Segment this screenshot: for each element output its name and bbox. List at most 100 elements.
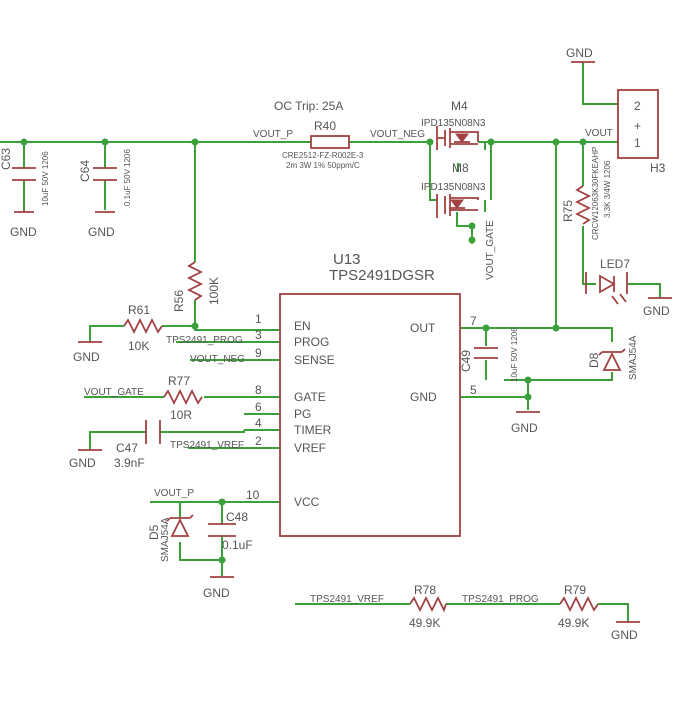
h3-pin1: 1: [634, 136, 641, 150]
r56-ref: R56: [172, 290, 186, 312]
gnd-label: GND: [511, 421, 538, 435]
m4-value: IPD135N08N3: [421, 118, 486, 129]
r40-part: CRE2512-FZ-R002E-3: [282, 151, 364, 160]
capacitor-c49[interactable]: C49 10uF 50V 1206 GND: [459, 327, 540, 435]
diode-d8[interactable]: D8 SMAJ54A: [587, 335, 639, 380]
r61-value: 10K: [128, 339, 149, 353]
c64-value: 0.1uF 50V 1206: [123, 149, 132, 206]
resistor-r61[interactable]: R61 10K GND TPS2491_PROG VOUT_NEG: [73, 303, 245, 365]
capacitor-c63[interactable]: C63 10uF 50V 1206 GND: [0, 148, 50, 239]
u13-ref: U13: [333, 251, 361, 268]
u13-pin-name: TIMER: [294, 423, 332, 437]
c48-value: 0.1uF: [222, 538, 253, 552]
m8-ref: M8: [452, 161, 469, 175]
h3-plus: +: [634, 119, 641, 133]
resistor-r40[interactable]: OC Trip: 25A R40 CRE2512-FZ-R002E-3 2m 3…: [253, 99, 425, 170]
r78-ref: R78: [414, 583, 436, 597]
d5-ref: D5: [147, 524, 161, 540]
connector-h3[interactable]: 2 + 1 H3 VOUT: [585, 89, 666, 175]
u13-pin-number: 7: [470, 314, 477, 328]
junctions: [20, 138, 587, 564]
d5-value: SMAJ54A: [160, 517, 171, 562]
u13-pin-name: PG: [294, 407, 311, 421]
c47-ref: C47: [116, 441, 138, 455]
r75-desc: 3.3K 3/4W 1206: [603, 160, 612, 218]
gnd-label: GND: [643, 304, 670, 318]
r77-ref: R77: [168, 374, 190, 388]
junction: [482, 324, 490, 332]
mosfet-m4[interactable]: M4 IPD135N08N3: [421, 99, 486, 150]
capacitor-c47[interactable]: C47 3.9nF GND TPS2491_VREF: [69, 420, 244, 470]
junction: [524, 393, 532, 401]
resistor-r78[interactable]: R78 49.9K TPS2491_VREF TPS2491_PROG: [310, 583, 539, 630]
net-vout-neg: VOUT_NEG: [370, 129, 425, 140]
c49-ref: C49: [459, 350, 473, 372]
junction: [20, 138, 28, 146]
resistor-r79[interactable]: R79 49.9K GND: [558, 583, 640, 642]
gnd-label: GND: [88, 225, 115, 239]
c63-value: 10uF 50V 1206: [41, 151, 50, 206]
net-vout-p: VOUT_P: [253, 129, 293, 140]
u13-pin-number: 2: [255, 434, 262, 448]
resistor-r56[interactable]: R56 100K: [172, 261, 221, 312]
gnd-label: GND: [566, 46, 593, 60]
net-tps2491-vref-2: TPS2491_VREF: [310, 594, 384, 605]
c63-ref: C63: [0, 148, 13, 170]
mosfet-m8[interactable]: M8 IPD135N08N3 VOUT_GATE: [421, 161, 496, 280]
u13-pin-name: VCC: [294, 495, 320, 509]
d8-value: SMAJ54A: [628, 335, 639, 380]
net-vout-gate-2: VOUT_GATE: [84, 387, 144, 398]
u13-pin-name: GATE: [294, 390, 326, 404]
gnd-label: GND: [203, 586, 230, 600]
c47-value: 3.9nF: [114, 456, 145, 470]
u13-pin-number: 6: [255, 400, 262, 414]
r79-value: 49.9K: [558, 616, 589, 630]
junction: [218, 556, 226, 564]
r77-value: 10R: [170, 408, 192, 422]
c48-ref: C48: [226, 510, 248, 524]
u13-pin-number: 5: [470, 383, 477, 397]
junction: [552, 324, 560, 332]
capacitor-c64[interactable]: C64 0.1uF 50V 1206 GND: [78, 149, 132, 239]
junction: [468, 222, 476, 230]
r40-desc: 2m 3W 1% 50ppm/C: [286, 161, 360, 170]
junction: [191, 138, 199, 146]
u13-pin-number: 3: [255, 328, 262, 342]
capacitor-c48[interactable]: C48 0.1uF GND: [203, 510, 253, 600]
resistor-r77[interactable]: R77 10R VOUT_GATE: [84, 374, 203, 422]
junction: [101, 138, 109, 146]
u13-value: TPS2491DGSR: [329, 267, 435, 284]
diode-d5[interactable]: D5 SMAJ54A VOUT_P: [147, 488, 194, 562]
r56-value: 100K: [207, 277, 221, 305]
d8-ref: D8: [587, 352, 601, 368]
junction: [218, 498, 226, 506]
net-tps2491-prog: TPS2491_PROG: [166, 335, 243, 346]
r40-ref: R40: [314, 119, 336, 133]
u13-pin-name: EN: [294, 319, 311, 333]
c49-value: 10uF 50V 1206: [510, 327, 519, 382]
u13-pin-number: 10: [246, 488, 260, 502]
net-vout-neg-2: VOUT_NEG: [190, 354, 245, 365]
net-tps2491-vref: TPS2491_VREF: [170, 440, 244, 451]
m4-ref: M4: [451, 99, 468, 113]
u13-pin-name: VREF: [294, 441, 326, 455]
m8-value: IPD135N08N3: [421, 182, 486, 193]
net-vout: VOUT: [585, 128, 613, 139]
u13-pin-number: 4: [255, 416, 262, 430]
led7-ref: LED7: [600, 257, 630, 271]
r79-ref: R79: [564, 583, 586, 597]
led-led7[interactable]: LED7 GND: [585, 257, 672, 318]
junction: [552, 138, 560, 146]
gnd-label: GND: [611, 628, 638, 642]
junction: [468, 236, 476, 244]
gnd-label: GND: [73, 350, 100, 364]
junction: [191, 322, 199, 330]
junction: [579, 138, 587, 146]
resistor-r75[interactable]: R75 CRCW12063K30FKEAHP 3.3K 3/4W 1206: [561, 147, 612, 240]
u13-pin-name: PROG: [294, 335, 329, 349]
net-tps2491-prog-2: TPS2491_PROG: [462, 594, 539, 605]
oc-trip-label: OC Trip: 25A: [274, 99, 343, 113]
gnd-symbol-top: GND: [566, 46, 595, 63]
